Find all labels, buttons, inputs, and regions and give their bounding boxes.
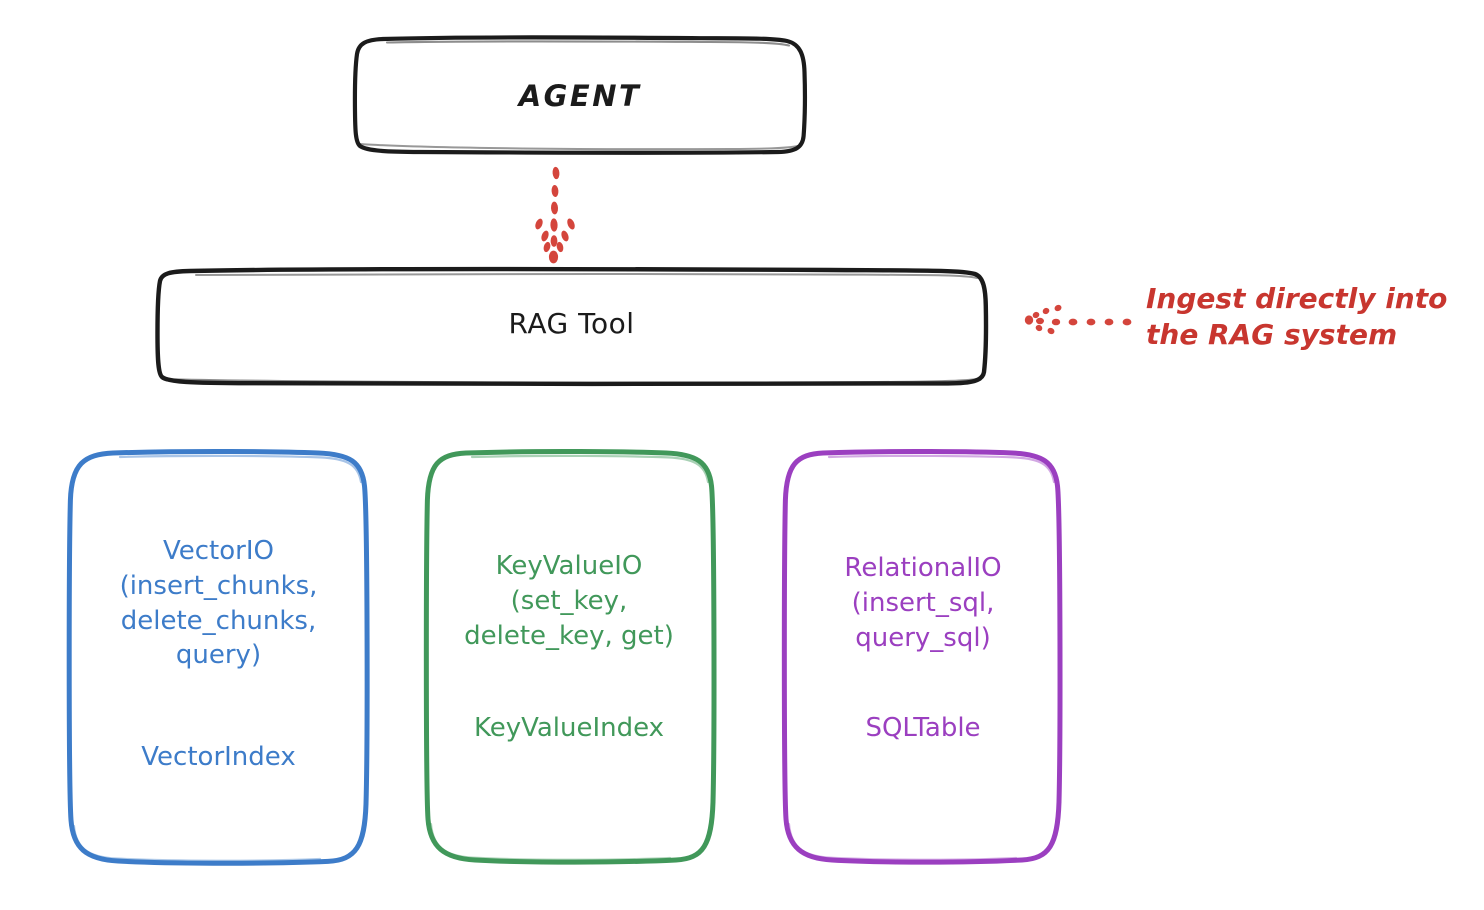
vector-io-card-outline xyxy=(66,448,370,866)
agent-box-outline-sketch xyxy=(385,40,791,47)
agent-node[interactable] xyxy=(352,35,808,155)
rag-tool-box-outline xyxy=(155,266,989,387)
key-value-io-card-outline xyxy=(423,449,717,865)
relational-io-card[interactable] xyxy=(781,449,1063,865)
ingest-annotation-arrow xyxy=(1024,304,1132,335)
relational-io-card-sketch2 xyxy=(787,822,1018,861)
vector-io-card-sketch xyxy=(118,454,363,484)
rag-tool-box-sketch xyxy=(195,272,978,279)
agent-to-rag-arrow xyxy=(535,166,575,264)
key-value-io-card-sketch2 xyxy=(429,822,672,861)
vector-io-card-sketch2 xyxy=(72,824,322,862)
relational-io-card-sketch xyxy=(827,454,1056,484)
key-value-io-card[interactable] xyxy=(423,449,717,865)
rag-tool-node[interactable] xyxy=(155,266,989,387)
rag-tool-box-sketch2 xyxy=(161,377,982,384)
agent-box-outline xyxy=(352,35,808,155)
agent-box-outline-sketch2 xyxy=(359,143,799,151)
vector-io-card[interactable] xyxy=(66,448,370,866)
relational-io-card-outline xyxy=(781,449,1063,865)
key-value-io-card-sketch xyxy=(470,454,710,484)
